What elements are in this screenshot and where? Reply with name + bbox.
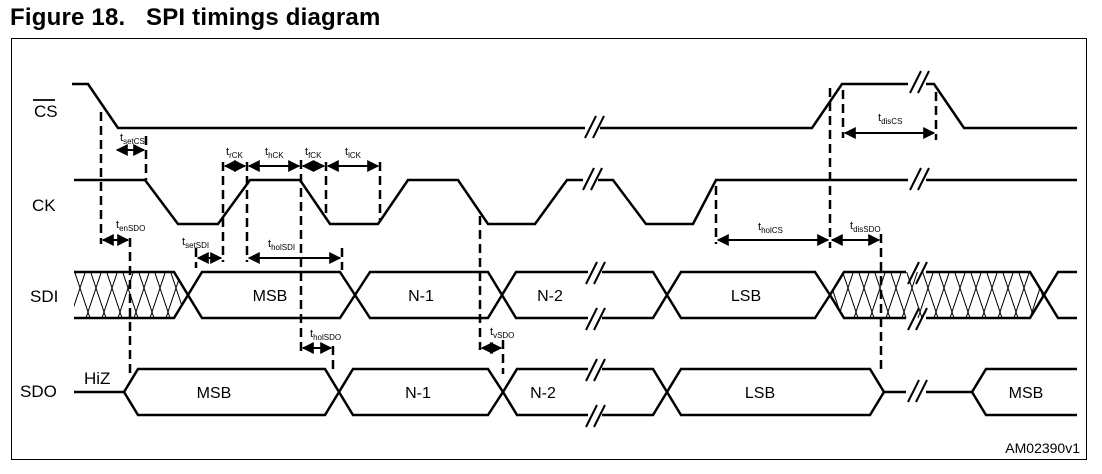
timing-label-tholsdo: tholSDO	[310, 328, 341, 342]
timing-label-tsetsdi: tsetSDI	[182, 236, 209, 250]
sdo-waveform	[74, 358, 1077, 428]
timing-label-tholsdi: tholSDI	[268, 238, 295, 252]
reference-lines	[99, 88, 938, 378]
timing-label-tsetcs: tsetCS	[120, 132, 145, 146]
timing-label-tdiscs: tdisCS	[878, 112, 902, 126]
sdo-segment-label: LSB	[745, 385, 775, 402]
sdo-segment-label: N-1	[405, 385, 431, 402]
timing-label-trck: trCK	[226, 146, 244, 160]
figure-number: Figure 18.	[10, 4, 126, 31]
figure-title: Figure 18. SPI timings diagram	[10, 4, 381, 32]
signal-label-sdi: SDI	[30, 287, 58, 306]
sdi-waveform	[74, 261, 1077, 331]
sdi-segment-label: N-2	[537, 288, 563, 305]
timing-arrows	[101, 127, 936, 354]
figure-caption: SPI timings diagram	[145, 4, 381, 31]
timing-label-thck: thCK	[265, 146, 284, 160]
timing-label-tlck: tlCK	[345, 146, 362, 160]
signal-label-cs: CS	[34, 102, 58, 121]
signal-label-sdo: SDO	[20, 382, 57, 401]
timing-label-tensdo: tenSDO	[116, 219, 145, 233]
cs-waveform	[72, 70, 1077, 139]
ck-waveform	[74, 167, 1077, 226]
sdo-segment-label: MSB	[1009, 385, 1044, 402]
timing-label-tfck: tfCK	[305, 146, 322, 160]
sdo-segment-label: N-2	[530, 385, 556, 402]
sdi-segment-label: LSB	[731, 288, 761, 305]
sdi-segment-label: N-1	[408, 288, 434, 305]
timing-label-tvsdo: tvSDO	[490, 326, 514, 340]
timing-label-tdissdo: tdisSDO	[850, 220, 881, 234]
sdi-segment-label: MSB	[253, 288, 288, 305]
sdo-segment-label: MSB	[197, 385, 232, 402]
sdi-undefined-region-end	[830, 272, 1044, 318]
timing-label-tholcs: tholCS	[758, 221, 783, 235]
diagram-frame	[11, 38, 1087, 460]
signal-label-ck: CK	[32, 196, 56, 215]
sdo-hiz-label: HiZ	[84, 369, 110, 388]
figure-reference-id: AM02390v1	[1005, 440, 1080, 456]
